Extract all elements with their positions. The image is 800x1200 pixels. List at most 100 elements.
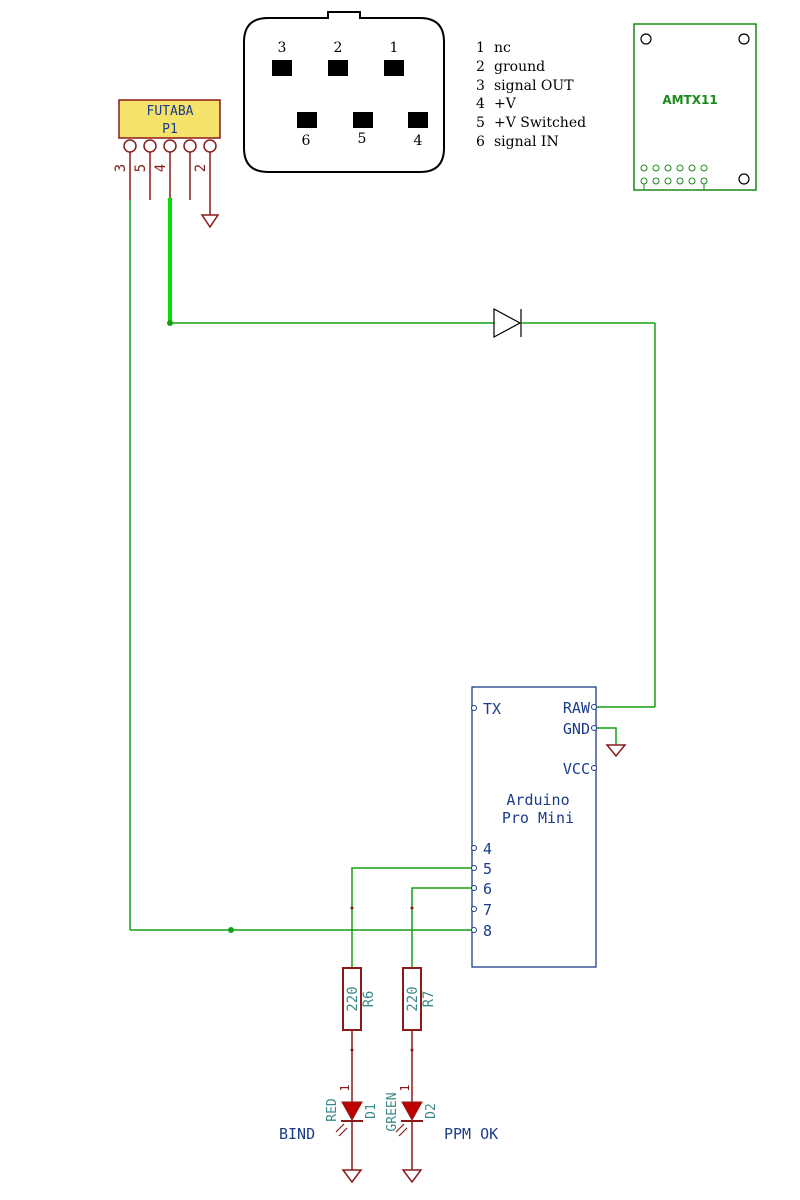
ground-symbol — [200, 214, 220, 229]
led-color: RED — [325, 1098, 340, 1122]
led-color: GREEN — [385, 1092, 400, 1131]
connector-pin-pad — [272, 60, 292, 76]
led-ref: D1 — [364, 1103, 379, 1119]
legend-desc: ground — [494, 59, 545, 75]
led-pin-number: 1 — [338, 1084, 352, 1091]
led-pin-number: 1 — [398, 1084, 412, 1091]
led-wire — [351, 867, 472, 968]
arduino-name: Pro Mini — [502, 809, 574, 827]
futaba-connector: FUTABA P1 3 5 4 2 — [113, 99, 221, 229]
resistor-r6: 220 R6 — [342, 906, 377, 1102]
junction-dot — [167, 320, 173, 326]
connector-pin-number: 5 — [358, 131, 367, 147]
arduino-pin-label: 8 — [483, 922, 492, 940]
arduino-pin-dot — [591, 725, 597, 731]
futaba-pin-label: 4 — [153, 164, 169, 172]
connector-pin-number: 1 — [390, 40, 399, 56]
legend-desc: +V Switched — [494, 115, 586, 131]
led-triangle — [341, 1101, 363, 1122]
led-d2: 1 GREEN D2 PPM OK — [385, 1084, 498, 1184]
connector-pin-number: 3 — [278, 40, 287, 56]
ground-symbol — [605, 744, 627, 758]
futaba-pin-label: 2 — [193, 164, 209, 172]
module-header-pins — [640, 164, 708, 190]
led-light-arrows — [335, 1123, 348, 1137]
connector-diagram: 3 2 1 6 5 4 — [243, 11, 445, 173]
arduino-pin-label: 5 — [483, 860, 492, 878]
legend-desc: signal IN — [494, 134, 559, 150]
resistor-value: 220 — [405, 986, 421, 1011]
ground-symbol — [341, 1169, 363, 1184]
connector-pin-pad — [408, 112, 428, 128]
futaba-title: FUTABA — [147, 104, 194, 119]
arduino-pin-label: TX — [483, 700, 501, 718]
legend-num: 5 — [476, 115, 485, 131]
legend-num: 3 — [476, 78, 485, 94]
wires — [129, 200, 656, 968]
legend-num: 4 — [476, 96, 485, 112]
arduino-pin-dot — [471, 885, 477, 891]
legend-desc: signal OUT — [494, 78, 574, 94]
mounting-hole — [738, 33, 750, 45]
junction-dot — [228, 927, 234, 933]
arduino-name: Arduino — [506, 791, 569, 809]
ground-wire — [596, 727, 617, 745]
legend-num: 6 — [476, 134, 485, 150]
arduino-pin-dot — [471, 865, 477, 871]
futaba-ref: P1 — [162, 122, 178, 137]
legend-desc: +V — [494, 96, 517, 112]
legend-desc: nc — [494, 40, 511, 56]
futaba-pin-circle — [203, 139, 217, 153]
connector-pin-pad — [297, 112, 317, 128]
arduino-pin-dot — [591, 704, 597, 710]
module-label: AMTX11 — [662, 93, 717, 107]
connector-pin-number: 2 — [334, 40, 343, 56]
legend-num: 2 — [476, 59, 485, 75]
led-label: BIND — [279, 1125, 315, 1143]
arduino-pin-dot — [471, 845, 477, 851]
mounting-hole — [738, 173, 750, 185]
futaba-pin-label: 3 — [113, 164, 129, 172]
module-board — [633, 23, 757, 191]
arduino-pin-label: VCC — [563, 760, 590, 778]
connector-pin-number: 4 — [414, 133, 423, 149]
ground-symbol — [401, 1169, 423, 1184]
legend-num: 1 — [476, 40, 485, 56]
diode — [493, 307, 522, 339]
arduino-pin-label: 7 — [483, 901, 492, 919]
futaba-pin-circle — [163, 139, 177, 153]
connector-pin-pad — [328, 60, 348, 76]
arduino-pin-dot — [471, 705, 477, 711]
arduino-pin-dot — [471, 906, 477, 912]
connector-outline — [243, 11, 445, 173]
arduino-pin-label: 4 — [483, 840, 492, 858]
pin-legend: 1 nc 2 ground 3 signal OUT 4 +V 5 +V Swi… — [476, 40, 586, 150]
amtx11-module: AMTX11 — [633, 23, 757, 191]
arduino-pin-label: RAW — [563, 699, 591, 717]
led-d1: 1 RED D1 BIND — [279, 1084, 379, 1184]
led-ref: D2 — [424, 1103, 439, 1119]
resistor-r7: 220 R7 — [402, 906, 437, 1102]
arduino-pro-mini: Arduino Pro Mini TX 4 5 6 7 8 RAW GND VC… — [471, 686, 597, 968]
arduino-pin-dot — [591, 765, 597, 771]
futaba-body — [118, 99, 221, 139]
arduino-pin-dot — [471, 927, 477, 933]
led-label: PPM OK — [444, 1125, 498, 1143]
futaba-pin-circle — [143, 139, 157, 153]
futaba-pin-circle — [183, 139, 197, 153]
resistor-ref: R7 — [421, 991, 437, 1008]
led-light-arrows — [395, 1123, 408, 1137]
arduino-pin-label: GND — [563, 720, 590, 738]
arduino-body — [471, 686, 597, 968]
resistor-value: 220 — [345, 986, 361, 1011]
diode-body — [493, 307, 522, 339]
mounting-hole — [640, 33, 652, 45]
connector-pin-number: 6 — [302, 133, 311, 149]
arduino-pin-label: 6 — [483, 880, 492, 898]
futaba-pin-circle — [123, 139, 137, 153]
connector-pin-pad — [384, 60, 404, 76]
resistor-ref: R6 — [361, 991, 377, 1008]
led-triangle — [401, 1101, 423, 1122]
led-wire — [411, 887, 472, 968]
